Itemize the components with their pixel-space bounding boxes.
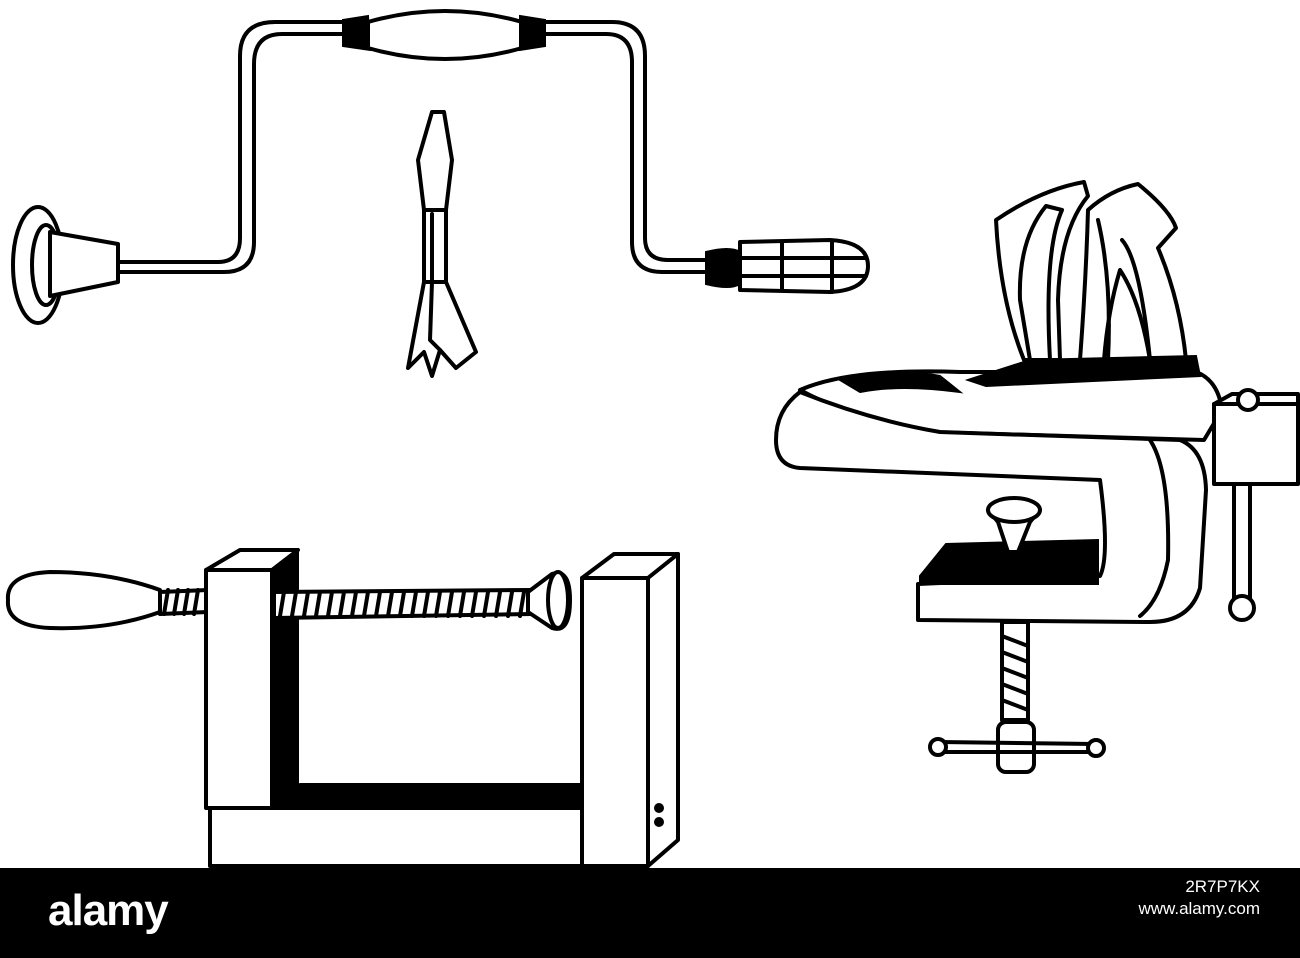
image-id: 2R7P7KX (1185, 877, 1260, 896)
tools-illustration (5, 9, 1300, 868)
wooden-clamp (5, 547, 680, 868)
watermark-bar: alamy 2R7P7KX www.alamy.com (0, 868, 1300, 958)
source-url: www.alamy.com (1138, 899, 1260, 918)
hand-brace-drill (11, 9, 870, 325)
auger-bit (406, 110, 478, 378)
image-id-block: 2R7P7KX www.alamy.com (1138, 876, 1260, 920)
bench-vise (774, 180, 1300, 774)
alamy-logo: alamy (48, 886, 169, 935)
